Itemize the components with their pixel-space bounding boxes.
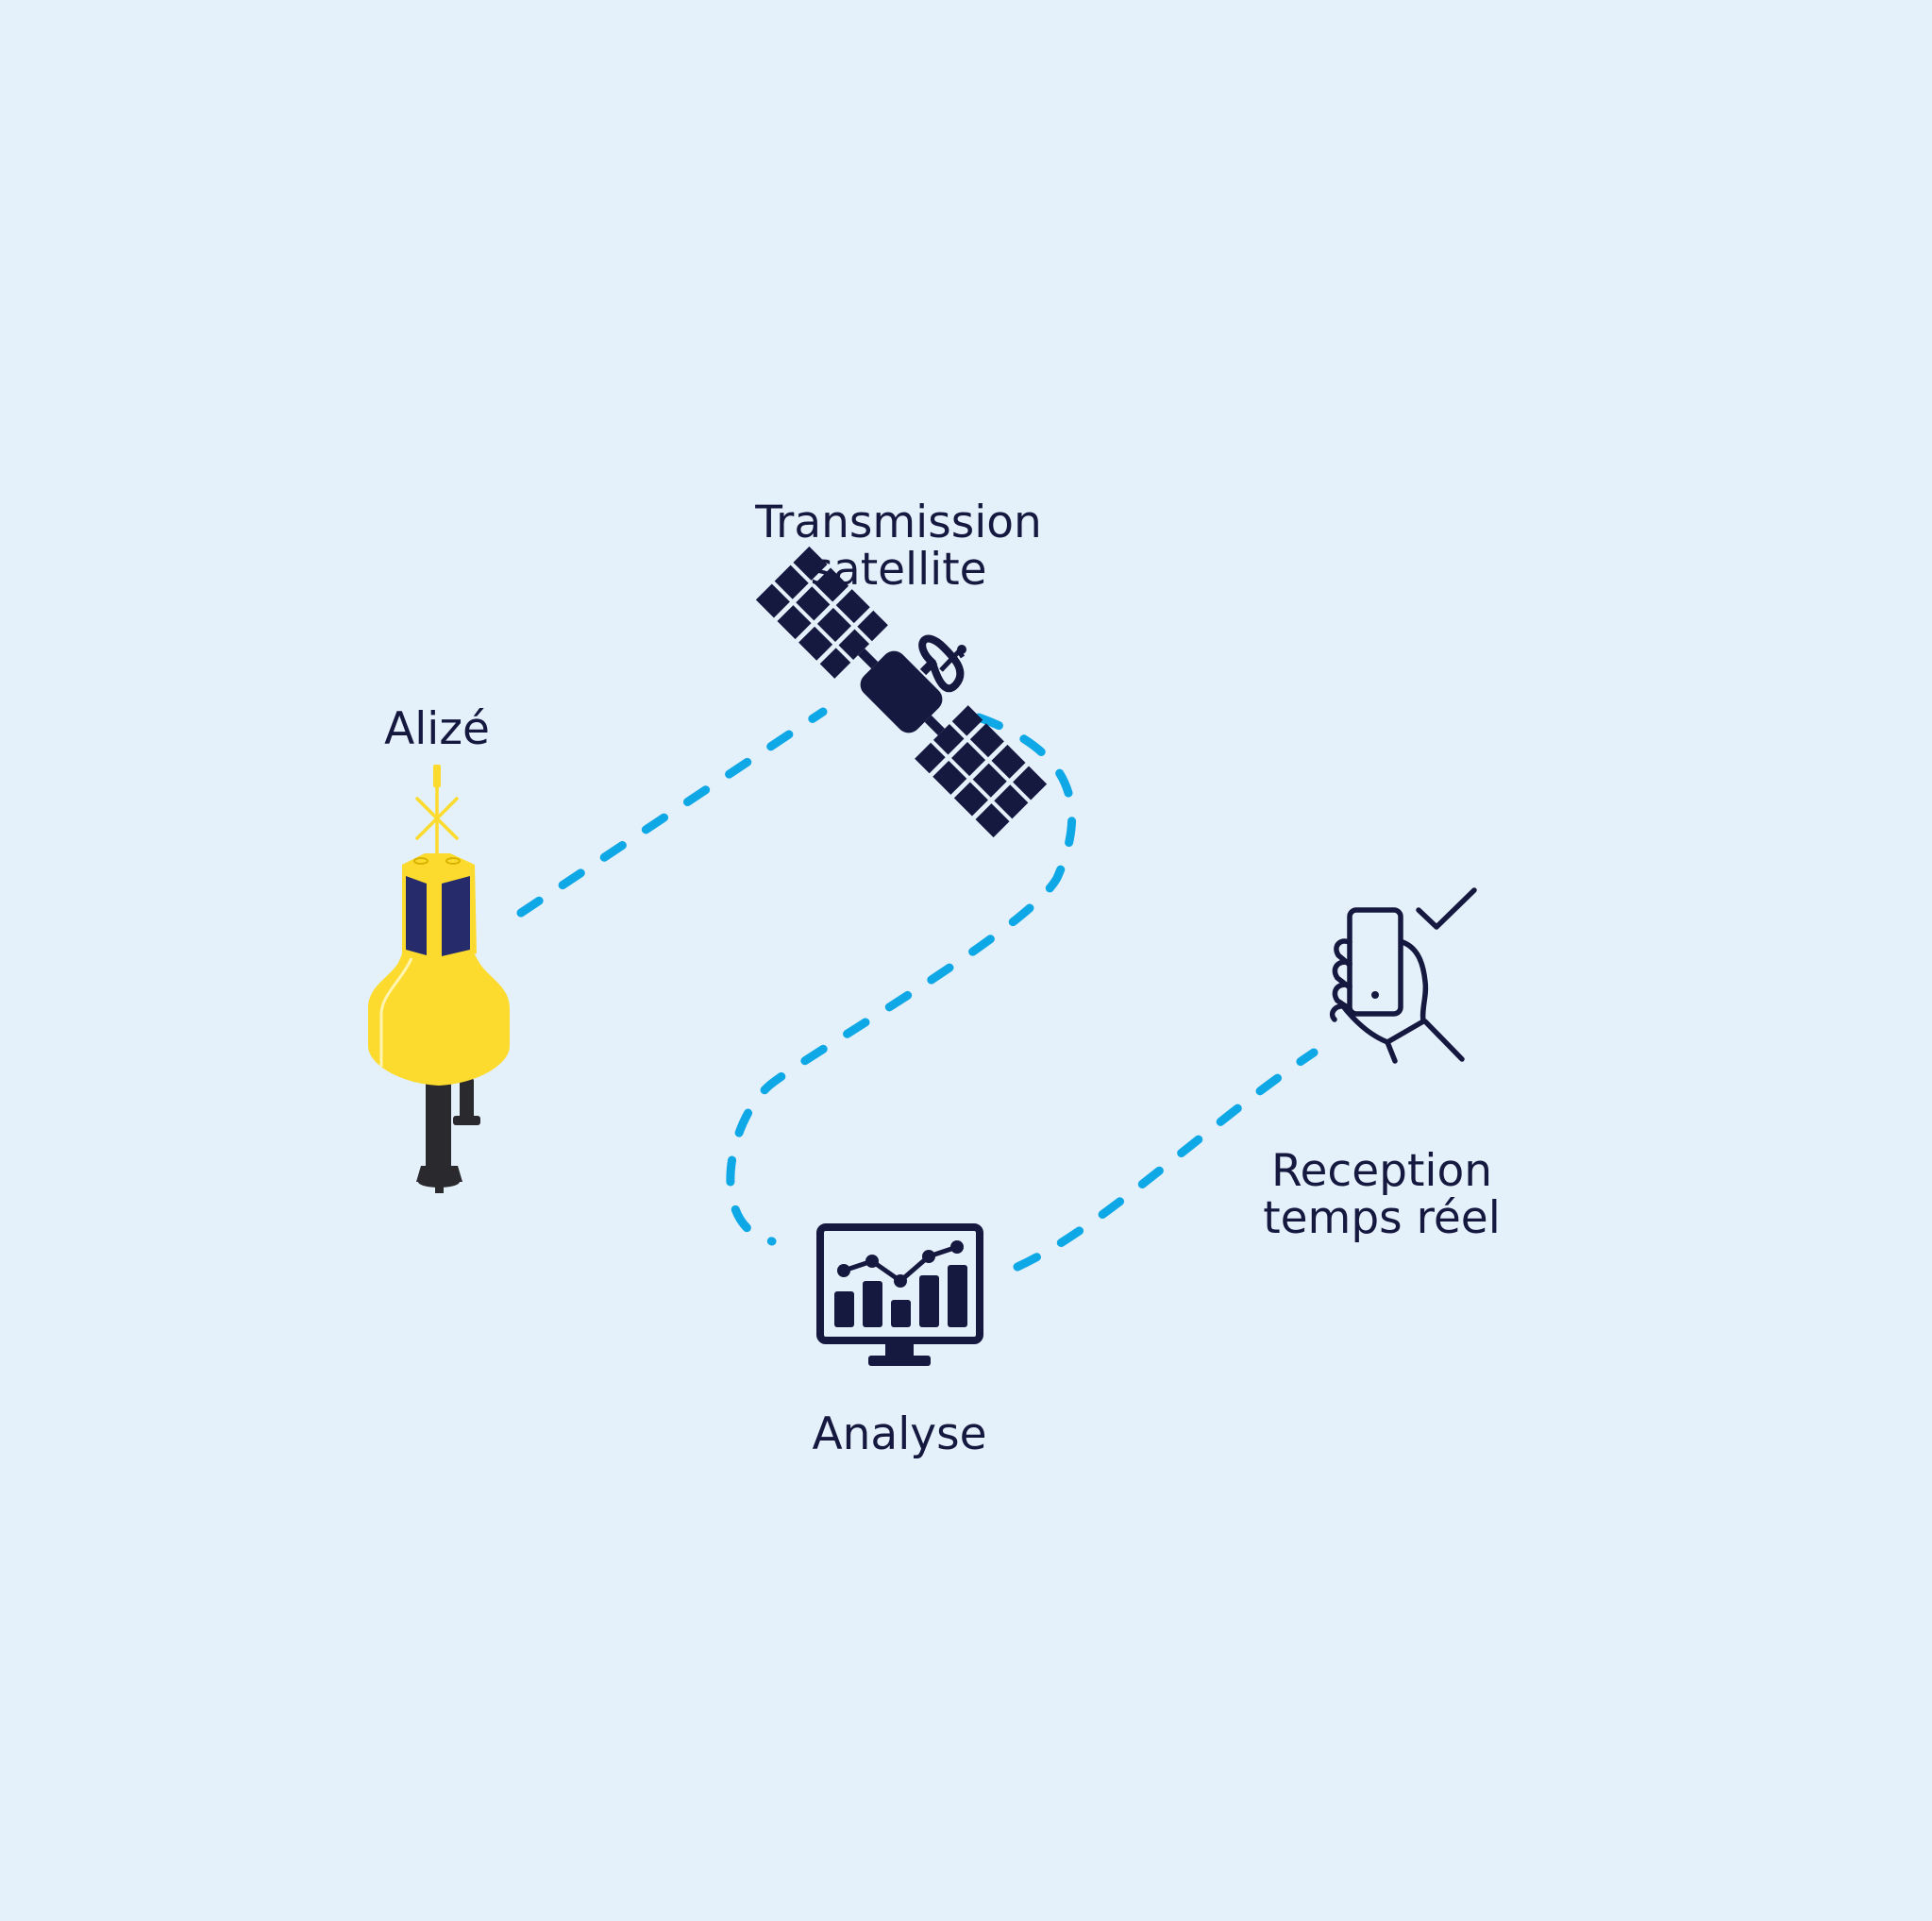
left-solar-panel	[755, 546, 888, 679]
analysis-label-text: Analyse	[812, 1408, 987, 1460]
satellite-label-line1: Transmission	[755, 497, 1042, 548]
buoy-icon	[368, 765, 510, 1193]
reception-label-line2: temps réel	[1263, 1192, 1501, 1244]
hand-phone-check-icon	[1329, 887, 1477, 1064]
buoy-label-text: Alizé	[384, 703, 490, 755]
right-solar-panel	[915, 705, 1048, 838]
monitor-chart-icon	[816, 1223, 983, 1366]
reception-label: Reception temps réel	[1193, 1148, 1571, 1242]
connectors	[516, 707, 1319, 1272]
connector-analysis-to-reception	[1013, 1048, 1319, 1272]
reception-label-line1: Reception	[1270, 1145, 1493, 1197]
connector-satellite-to-analysis	[726, 713, 1077, 1246]
buoy-label: Alizé	[343, 706, 531, 753]
satellite-dish	[918, 634, 966, 693]
satellite-label: Transmission satellite	[710, 499, 1087, 594]
satellite-icon	[755, 546, 1048, 838]
analysis-label: Analyse	[758, 1411, 1041, 1458]
satellite-label-line2: satellite	[810, 544, 987, 596]
connector-buoy-to-satellite	[516, 707, 828, 918]
